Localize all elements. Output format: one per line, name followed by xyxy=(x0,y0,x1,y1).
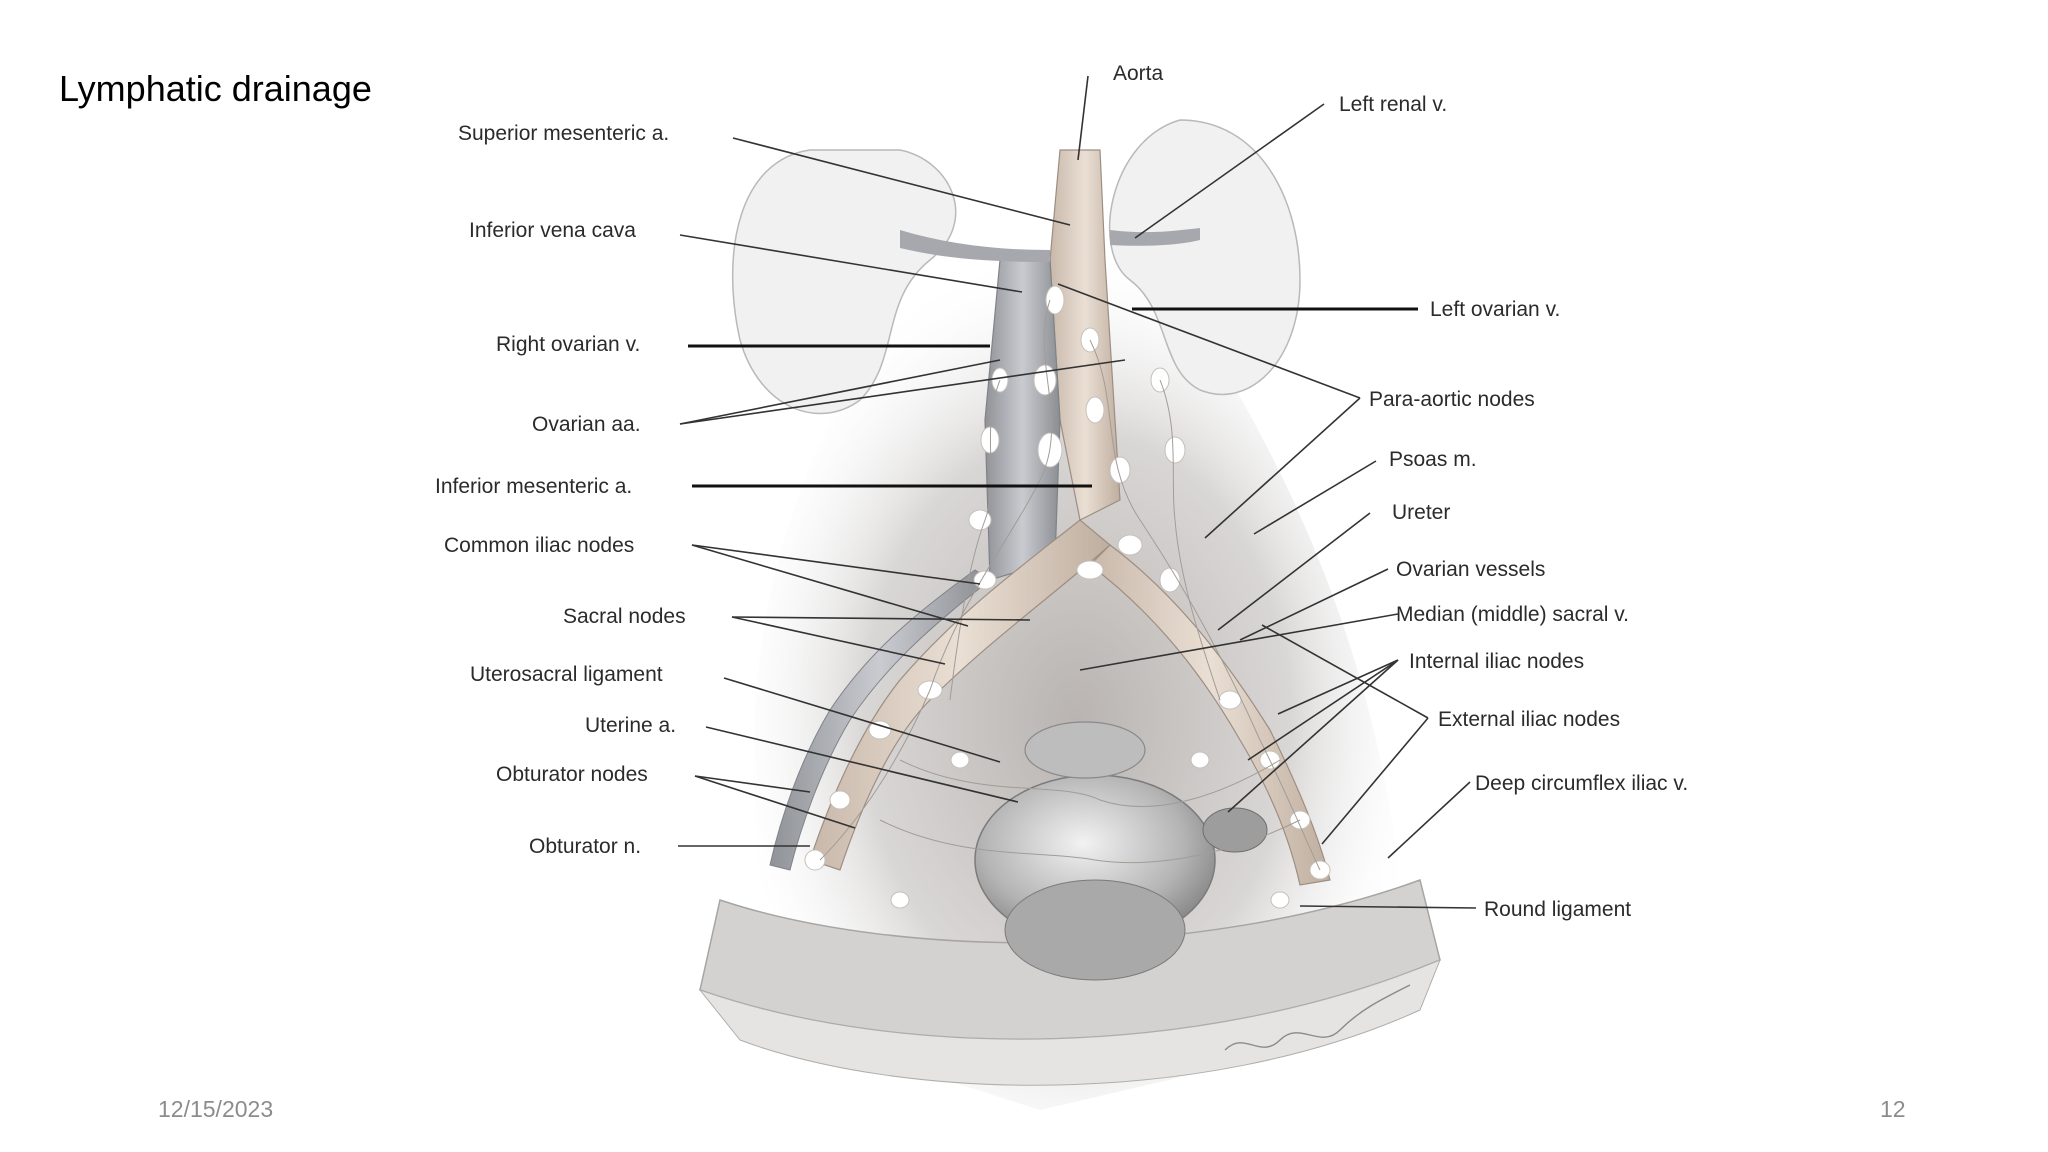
label-median-sacral-v: Median (middle) sacral v. xyxy=(1396,603,1629,626)
label-psoas-m: Psoas m. xyxy=(1389,448,1477,471)
label-para-aortic-nodes: Para-aortic nodes xyxy=(1369,388,1535,411)
lymphatic-channels xyxy=(819,299,1321,871)
label-right-ovarian-v: Right ovarian v. xyxy=(496,333,640,356)
label-aorta: Aorta xyxy=(1113,62,1164,85)
iliac-vessels xyxy=(769,519,1331,886)
label-sacral-nodes: Sacral nodes xyxy=(563,605,686,628)
label-left-renal-v: Left renal v. xyxy=(1339,93,1447,116)
label-inferior-mesenteric-a: Inferior mesenteric a. xyxy=(435,475,632,498)
slide-number: 12 xyxy=(1880,1096,1906,1122)
label-obturator-n: Obturator n. xyxy=(529,835,641,858)
label-common-iliac-nodes: Common iliac nodes xyxy=(444,534,634,557)
label-inferior-vena-cava: Inferior vena cava xyxy=(469,219,636,242)
artist-signature xyxy=(1224,984,1411,1051)
diagram-labels: Aorta Superior mesenteric a. Left renal … xyxy=(435,62,1688,921)
footer-date: 12/15/2023 xyxy=(158,1096,274,1122)
label-internal-iliac-nodes: Internal iliac nodes xyxy=(1409,650,1584,673)
label-external-iliac-nodes: External iliac nodes xyxy=(1438,708,1620,731)
label-uterine-a: Uterine a. xyxy=(585,714,676,737)
label-deep-circumflex-iliac-v: Deep circumflex iliac v. xyxy=(1475,772,1688,795)
label-round-ligament: Round ligament xyxy=(1484,898,1631,921)
label-ureter: Ureter xyxy=(1392,501,1450,524)
label-uterosacral-ligament: Uterosacral ligament xyxy=(470,663,663,686)
uterus xyxy=(974,721,1268,981)
label-superior-mesenteric-a: Superior mesenteric a. xyxy=(458,122,669,145)
label-ovarian-aa: Ovarian aa. xyxy=(532,413,641,436)
label-ovarian-vessels: Ovarian vessels xyxy=(1396,558,1545,581)
label-obturator-nodes: Obturator nodes xyxy=(496,763,648,786)
kidneys xyxy=(731,119,1301,415)
slide-title: Lymphatic drainage xyxy=(59,68,372,109)
label-left-ovarian-v: Left ovarian v. xyxy=(1430,298,1560,321)
leader-lines xyxy=(678,75,1477,909)
